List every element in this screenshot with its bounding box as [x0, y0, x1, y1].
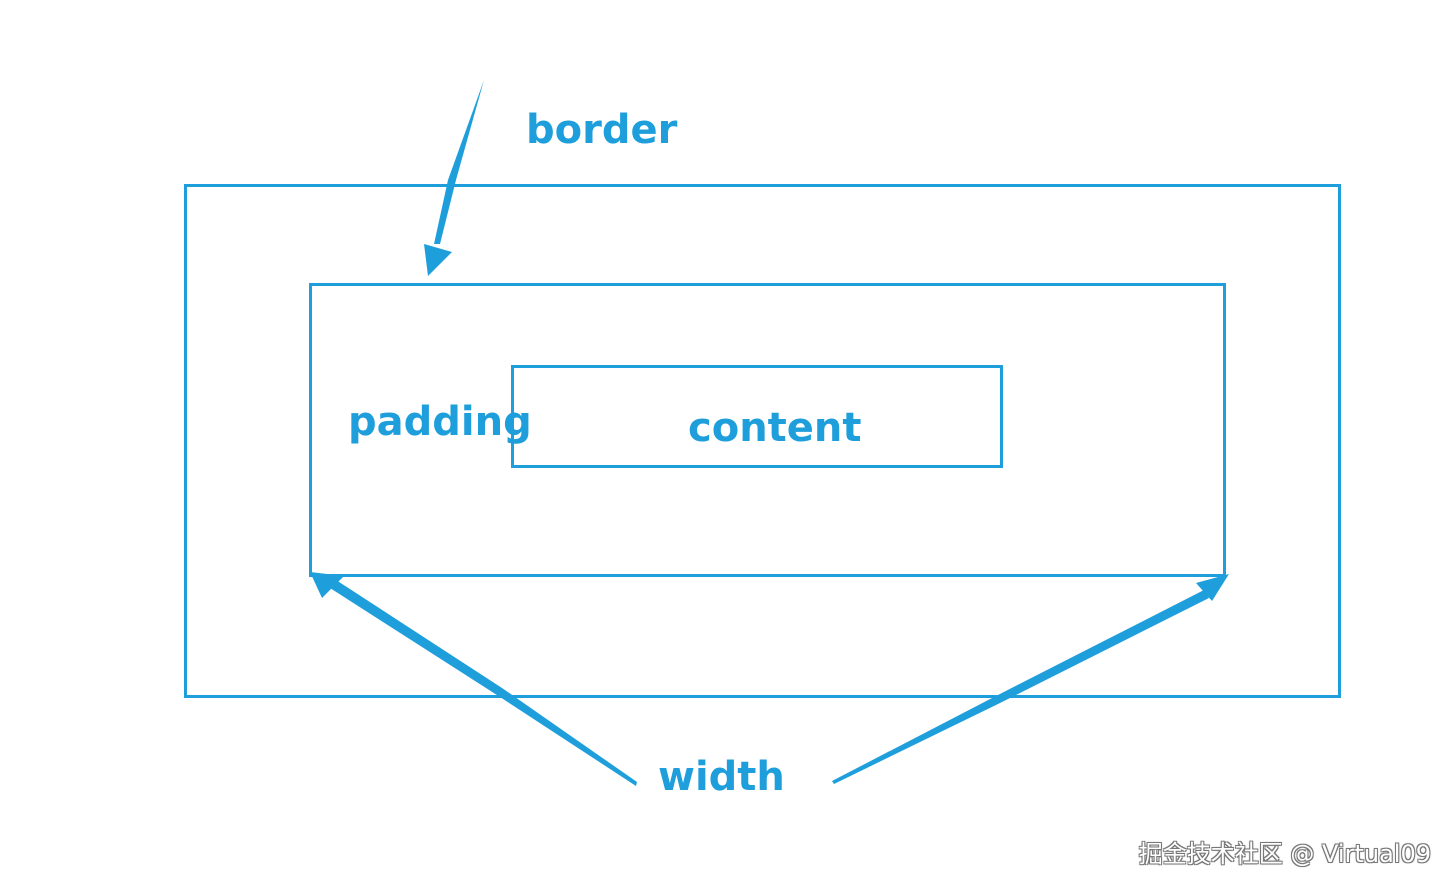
width-label: width — [658, 754, 785, 800]
padding-box-outline — [309, 283, 1226, 577]
border-label: border — [526, 107, 678, 153]
padding-label: padding — [348, 399, 532, 445]
watermark-text: 掘金技术社区 @ Virtual09 — [1138, 840, 1431, 868]
content-box-outline — [511, 365, 1003, 468]
border-box-outline — [184, 184, 1341, 698]
content-label: content — [688, 405, 862, 451]
